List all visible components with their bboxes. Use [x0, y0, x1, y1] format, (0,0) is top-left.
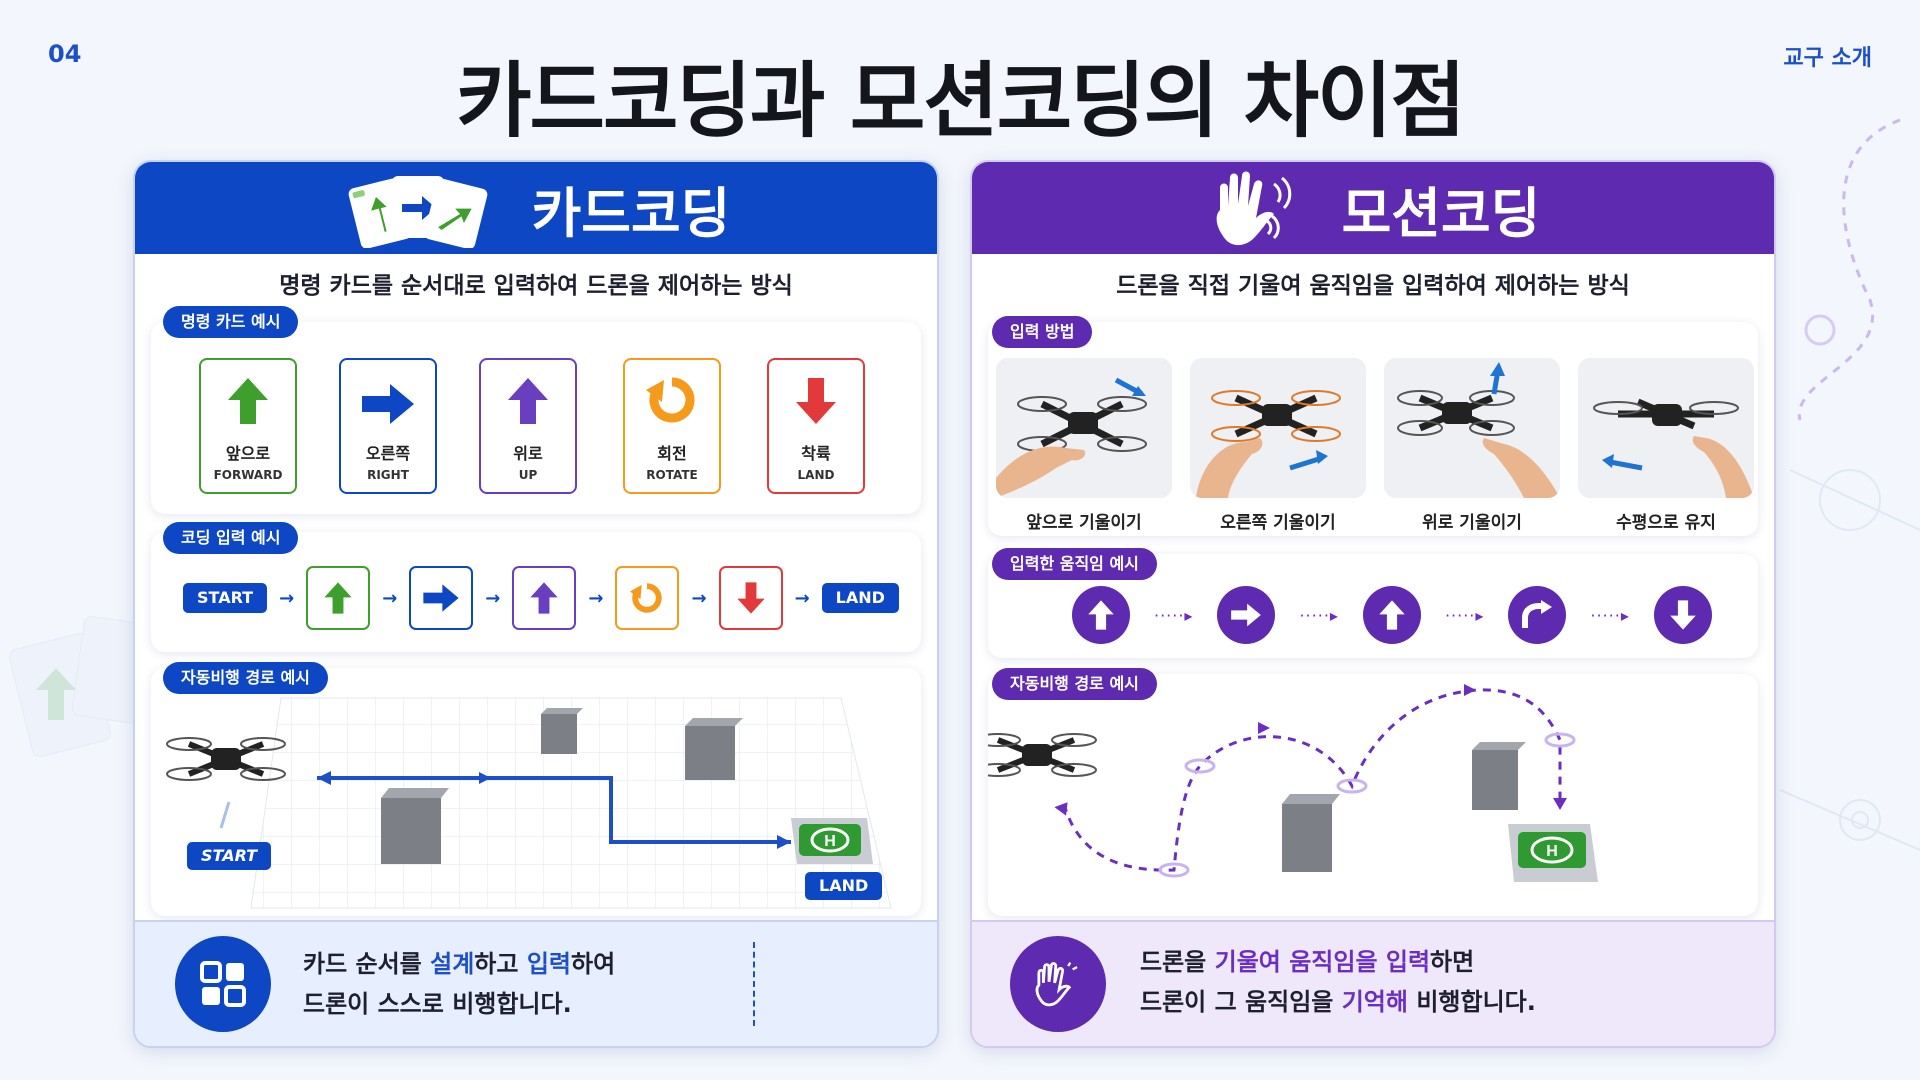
hand-wave-icon [1216, 171, 1291, 246]
sequence-land-step[interactable] [718, 566, 783, 630]
down-arrow-icon [796, 378, 836, 424]
dotted-arrow-icon: ·····▸ [1590, 605, 1630, 625]
obstacle-box [1472, 742, 1526, 810]
page-number: 04 [48, 40, 82, 68]
forward-card[interactable]: 앞으로 FORWARD [199, 358, 297, 494]
arrow-icon: → [279, 587, 295, 609]
coding-sequence-badge: 코딩 입력 예시 [163, 522, 299, 554]
path-land-label: LAND [805, 872, 883, 900]
motion-coding-header: 모션코딩 [972, 162, 1774, 254]
drone-icon [988, 733, 1097, 777]
turn-right-icon[interactable] [1508, 586, 1567, 644]
path-start-label: START [187, 842, 272, 870]
card-label-kr: 앞으로 [225, 444, 271, 463]
motion-flight-path-box [988, 674, 1758, 916]
dotted-arrow-icon: ·····▸ [1299, 605, 1339, 625]
down-arrow-icon [736, 582, 765, 614]
right-card[interactable]: 오른쪽 RIGHT [339, 358, 437, 494]
card-coding-title: 카드코딩 [531, 181, 731, 245]
card-label-kr: 위로 [513, 444, 543, 463]
arrow-icon: → [691, 587, 707, 609]
hand-icon [1010, 936, 1106, 1032]
up-arrow-icon [508, 378, 548, 424]
sequence-right-step[interactable] [409, 566, 474, 630]
sequence-up-step[interactable] [512, 566, 577, 630]
rotate-icon [630, 583, 663, 613]
right-arrow-icon[interactable] [1217, 586, 1276, 644]
card-label-en: FORWARD [213, 468, 283, 482]
arrow-icon: → [588, 587, 604, 609]
input-right-photo[interactable] [1190, 358, 1366, 498]
input-label: 오른쪽 기울이기 [1220, 513, 1336, 533]
arrow-icon: → [794, 587, 810, 609]
input-label: 위로 기울이기 [1422, 513, 1522, 533]
card-coding-footer: 카드 순서를 설계하고 입력하여 드론이 스스로 비행합니다. [135, 920, 937, 1046]
input-label: 수평으로 유지 [1616, 513, 1716, 533]
up-arrow-icon[interactable] [1362, 586, 1421, 644]
section-label: 교구 소개 [1783, 46, 1872, 71]
obstacle-box [685, 718, 743, 780]
card-coding-header: 카드코딩 [135, 162, 937, 254]
sequence-end-pill: LAND [821, 583, 899, 613]
page-title: 카드코딩과 모션코딩의 차이점 [456, 54, 1466, 149]
motion-flight-path-diagram: H [988, 684, 1598, 882]
obstacle-box [1282, 794, 1340, 872]
landing-pad-icon: H [1508, 824, 1598, 882]
svg-text:H: H [1546, 843, 1558, 860]
landing-pad-icon: H [791, 818, 873, 864]
card-label-en: RIGHT [367, 468, 409, 482]
motion-coding-title: 모션코딩 [1341, 181, 1541, 245]
motion-coding-summary: 드론을 기울여 움직임을 입력하면 드론이 그 움직임을 기억해 비행합니다. [1140, 948, 1536, 1016]
motion-coding-panel: 모션코딩 드론을 직접 기울여 움직임을 입력하여 제어하는 방식 입력 방법 [970, 160, 1776, 1048]
sequence-rotate-step[interactable] [615, 566, 680, 630]
arrow-icon: → [382, 587, 398, 609]
footer-divider [753, 942, 755, 1026]
sequence-forward-step[interactable] [306, 566, 371, 630]
up-arrow-icon [324, 582, 352, 614]
down-arrow-icon[interactable] [1653, 586, 1712, 644]
card-label-kr: 착륙 [801, 444, 831, 463]
rotate-card[interactable]: 회전 ROTATE [623, 358, 721, 494]
land-card[interactable]: 착륙 LAND [767, 358, 865, 494]
up-arrow-icon [228, 378, 268, 424]
card-label-en: UP [518, 468, 538, 482]
motion-flight-path-badge: 자동비행 경로 예시 [992, 668, 1157, 700]
card-coding-panel: 카드코딩 명령 카드를 순서대로 입력하여 드론을 제어하는 방식 명령 카드 … [133, 160, 939, 1048]
command-cards-badge: 명령 카드 예시 [163, 306, 299, 338]
right-arrow-icon [362, 384, 414, 424]
card-label-kr: 오른쪽 [365, 444, 411, 463]
card-label-en: LAND [797, 468, 835, 482]
up-arrow-icon[interactable] [1072, 586, 1130, 644]
motion-coding-subtitle: 드론을 직접 기울여 움직임을 입력하여 제어하는 방식 [1116, 273, 1630, 299]
card-coding-subtitle: 명령 카드를 순서대로 입력하여 드론을 제어하는 방식 [279, 273, 793, 299]
grid-icon [175, 936, 271, 1032]
right-arrow-icon [423, 584, 459, 612]
up-card[interactable]: 위로 UP [479, 358, 577, 494]
rotate-icon [646, 377, 695, 423]
cards-icon [348, 176, 487, 248]
card-label-kr: 회전 [657, 444, 687, 463]
dotted-arrow-icon: ·····▸ [1154, 605, 1194, 625]
input-level-photo[interactable] [1578, 358, 1754, 498]
coding-sequence: START → → → → → → LAND [183, 566, 899, 630]
obstacle-box [541, 708, 583, 754]
card-label-en: ROTATE [646, 468, 698, 482]
input-methods-badge: 입력 방법 [992, 316, 1093, 348]
up-arrow-icon [530, 582, 559, 614]
card-flight-path-diagram: H [166, 697, 892, 909]
movement-sequence: ·····▸ ·····▸ ·····▸ ·····▸ [1072, 586, 1712, 644]
dotted-arrow-icon: ·····▸ [1444, 605, 1485, 625]
drone-icon [166, 737, 286, 781]
input-forward-photo[interactable] [996, 358, 1172, 498]
movement-example-badge: 입력한 움직임 예시 [992, 548, 1157, 580]
arrow-icon: → [485, 587, 501, 609]
obstacle-box [381, 788, 449, 864]
input-label: 앞으로 기울이기 [1026, 513, 1142, 533]
card-flight-path-badge: 자동비행 경로 예시 [163, 662, 328, 694]
motion-coding-footer: 드론을 기울여 움직임을 입력하면 드론이 그 움직임을 기억해 비행합니다. [972, 920, 1774, 1046]
card-coding-summary: 카드 순서를 설계하고 입력하여 드론이 스스로 비행합니다. [303, 950, 616, 1018]
svg-text:H: H [824, 833, 836, 850]
sequence-start-pill: START [183, 583, 268, 613]
input-up-photo[interactable] [1384, 358, 1560, 498]
